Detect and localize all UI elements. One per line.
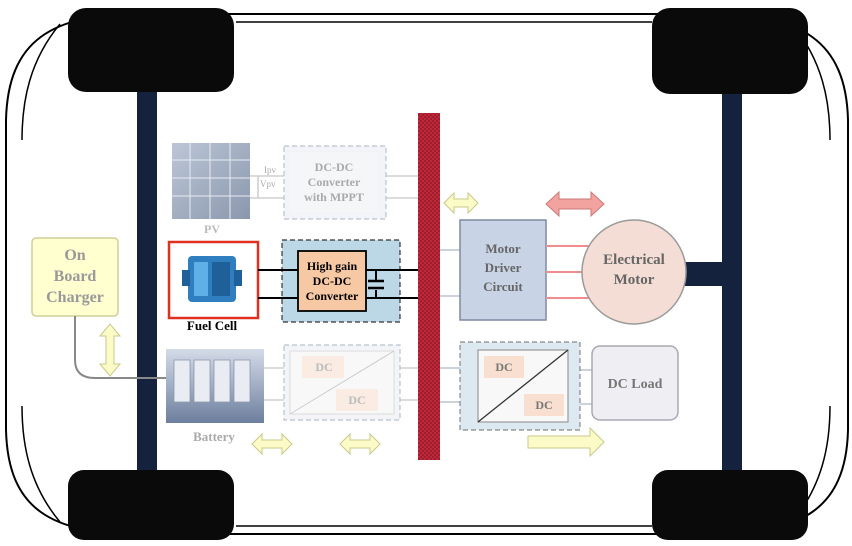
rear-axle [722, 82, 742, 472]
pv-wiring [250, 175, 418, 199]
dc-bus-bar [418, 113, 440, 460]
driver-wiring [440, 249, 460, 297]
battery-double-arrow [251, 432, 293, 456]
pv-converter-line2: Converter [308, 175, 361, 189]
pv-voltage-label: Vpv [260, 179, 276, 189]
pv-converter-line1: DC-DC [315, 160, 354, 174]
charger-line2: Board [54, 268, 97, 285]
charger-line3: Charger [46, 289, 104, 306]
dc-load [591, 345, 679, 421]
battery-converter-top-label: DC [315, 360, 332, 374]
motor-shaft [681, 262, 731, 286]
fuel-cell-image [182, 256, 242, 302]
highgain-dcdc-converter [297, 250, 367, 312]
motor-double-arrow [545, 190, 605, 218]
load-arrow [527, 426, 605, 458]
pv-label: PV [204, 222, 220, 236]
highgain-line2: DC-DC [313, 274, 352, 288]
electrical-motor [581, 219, 687, 325]
charger-double-arrow [98, 323, 122, 377]
battery-label: Battery [193, 429, 235, 444]
load-converter-top-label: DC [495, 360, 512, 374]
driver-line1: Motor [485, 241, 521, 256]
charger-cable [74, 316, 166, 379]
motor-line1: Electrical [603, 252, 665, 268]
bus-double-arrow [443, 191, 479, 215]
fuel-cell-label: Fuel Cell [187, 318, 238, 333]
pv-converter-line3: with MPPT [304, 190, 364, 204]
wheel-front-top [68, 8, 234, 92]
highgain-line1: High gain [307, 259, 358, 273]
charger-line1: On [64, 247, 85, 264]
pv-current-label: Ipv [264, 165, 276, 175]
battery-converter-bottom-label: DC [348, 393, 365, 407]
highgain-wiring [258, 269, 418, 299]
battery-image [166, 349, 264, 423]
driver-line2: Driver [485, 260, 522, 275]
wheel-front-bottom [68, 470, 234, 540]
highgain-line3: Converter [306, 289, 359, 303]
wheel-rear-bottom [652, 470, 808, 540]
dc-load-label: DC Load [608, 377, 663, 392]
converter-double-arrow [339, 432, 381, 456]
motor-line2: Motor [614, 272, 655, 288]
wheel-rear-top [652, 8, 808, 94]
motor-driver-circuit [459, 219, 547, 321]
driver-line3: Circuit [483, 279, 523, 294]
front-axle [137, 80, 157, 472]
pv-panel-image [172, 143, 250, 219]
load-converter-bottom-label: DC [535, 398, 552, 412]
